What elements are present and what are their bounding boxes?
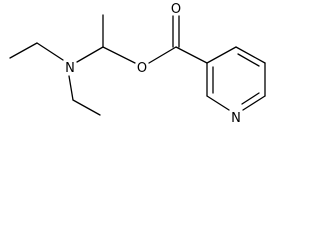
- atom-label-amine-n: N: [65, 61, 75, 76]
- bond-n-ch: [76, 46, 104, 63]
- bond-ring-n-c2: [206, 95, 230, 111]
- bond-ethyl1-c1-c2: [9, 42, 38, 59]
- atom-label-pyridine-n: N: [231, 111, 241, 126]
- molecule-diagram: N O O N: [9, 2, 266, 126]
- bond-ch-o-ester: [102, 46, 136, 64]
- bond-carbonyl-c-ring: [175, 46, 208, 64]
- bond-ethyl1-c2-n: [36, 42, 64, 61]
- atom-label-carbonyl-o: O: [171, 2, 181, 17]
- bond-ethyl2-c2-c1: [72, 99, 101, 116]
- atom-label-ester-o: O: [137, 61, 147, 76]
- bond-ring-c6-n: [242, 95, 266, 111]
- bond-ring-c4-c5: [235, 46, 266, 64]
- bond-n-ethyl2-c2: [68, 75, 74, 101]
- bond-ring-inner-c4-c5: [237, 53, 260, 67]
- bond-o-ester-carbonyl-c: [148, 46, 177, 64]
- bond-ring-inner-c6-n: [241, 92, 260, 105]
- bond-ring-c3-c4: [206, 46, 237, 64]
